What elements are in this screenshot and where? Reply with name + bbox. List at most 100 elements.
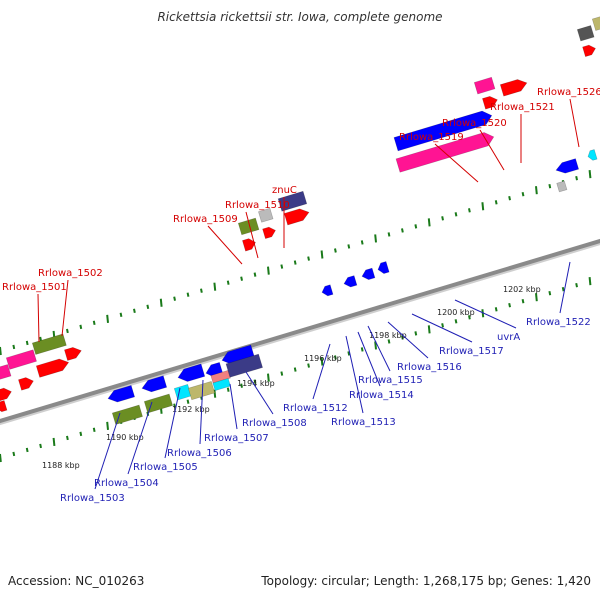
scale-label: 1192 kbp [172,405,210,414]
gene-feature-reverse [587,149,598,161]
scale-tick-upper [494,200,498,205]
forward-gene-label: Rrlowa_1510 [225,200,290,211]
scale-tick-upper [293,260,297,265]
scale-tick-upper [575,175,578,181]
scale-tick-lower [92,427,96,433]
reverse-gene-label: Rrlowa_1508 [242,418,307,429]
scale-tick-upper [401,228,404,233]
scale-tick-upper [267,266,270,275]
scale-tick-lower [401,335,404,340]
scale-tick-lower [427,325,431,334]
scale-tick-upper [347,244,351,249]
scale-tick-lower [106,421,109,430]
gene-feature-forward [576,25,595,42]
reverse-gene-label-leader [312,343,331,400]
forward-gene-label: Rrlowa_1501 [2,282,67,293]
reverse-gene-label-leader [345,335,364,414]
scale-tick-lower [79,431,83,437]
gene-feature-forward [18,377,34,391]
scale-label: 1196 kbp [304,354,342,363]
scale-tick-upper [92,320,96,326]
gene-feature-reverse [143,393,174,414]
reverse-gene-label-leader [411,313,473,343]
gene-feature-reverse-shape [210,370,231,384]
gene-feature-forward-shape [18,377,34,391]
gene-feature-forward [5,349,37,370]
accession-text: Accession: NC_010263 [8,574,145,588]
scale-tick-lower [66,435,69,441]
scale-tick-upper [159,298,163,307]
reverse-gene-label-leader [454,299,517,329]
reverse-gene-label: Rrlowa_1504 [94,478,159,489]
scale-tick-lower [320,357,324,366]
gene-feature-reverse-shape [377,261,390,274]
gene-feature-reverse-shape [143,393,174,414]
reverse-gene-label: Rrlowa_1503 [60,493,125,504]
gene-feature-reverse [173,384,192,401]
gene-feature-reverse [556,180,568,193]
gene-feature-reverse-shape [141,375,168,393]
reverse-gene-label-leader [199,379,204,445]
reverse-gene-label: Rrlowa_1522 [526,317,591,328]
scale-label: 1190 kbp [106,433,144,442]
map-title: Rickettsia rickettsii str. Iowa, complet… [157,10,443,24]
scale-tick-upper [468,208,471,213]
scale-tick-upper [146,304,150,309]
scale-tick-upper [133,308,136,313]
gene-feature-forward-shape [5,349,37,370]
scale-tick-upper [360,240,364,245]
scale-tick-upper [427,218,431,227]
scale-tick-lower [588,277,592,286]
gene-feature-reverse [0,400,8,413]
scale-tick-lower [173,403,176,408]
scale-tick-lower [52,437,56,447]
gene-feature-forward-shape [31,333,67,355]
scale-tick-upper [240,276,243,281]
scale-label: 1198 kbp [369,331,407,340]
gene-feature-forward [35,358,70,378]
reverse-gene-label-leader [559,261,571,314]
gene-feature-reverse [555,158,580,174]
gene-feature-forward-shape [237,217,260,236]
scale-tick-lower [293,367,297,372]
scale-tick-lower [548,290,552,296]
gene-feature-forward [242,238,256,252]
gene-feature-forward [277,190,308,212]
genome-summary-text: Topology: circular; Length: 1,268,175 bp… [261,574,591,588]
gene-feature-forward-shape [482,95,498,110]
forward-gene-label-leader [479,129,505,171]
reverse-gene-label-leader [245,371,274,415]
scale-tick-upper [106,314,109,323]
scale-tick-upper [186,292,190,297]
scale-tick-lower [334,355,337,360]
scale-tick-upper [374,234,377,243]
scale-tick-lower [307,363,310,368]
scale-tick-upper [66,328,69,334]
gene-feature-forward [0,364,12,381]
gene-feature-reverse [107,385,136,403]
scale-tick-upper [334,248,337,253]
scale-tick-lower [494,307,498,312]
gene-feature-forward-shape [262,226,276,239]
gene-feature-reverse [343,275,358,288]
reverse-gene-label-leader [367,325,391,372]
reverse-gene-label: Rrlowa_1506 [167,448,232,459]
gene-feature-forward-shape [473,76,496,95]
scale-tick-upper [200,288,203,293]
gene-feature-forward [237,217,260,236]
reverse-gene-label-leader [94,412,121,490]
gene-feature-forward-shape [35,358,70,378]
gene-feature-reverse-shape [343,275,358,288]
gene-feature-reverse-shape [556,180,568,193]
gene-feature-forward [262,226,276,239]
reverse-gene-label-leader [164,387,181,459]
reverse-gene-label-leader [357,331,381,387]
gene-feature-forward [0,387,12,402]
gene-feature-forward-shape [0,364,12,381]
gene-feature-reverse [111,404,143,425]
scale-tick-upper [280,264,284,269]
scale-tick-lower [561,286,565,292]
gene-feature-forward-shape [591,15,600,31]
gene-feature-forward [591,15,600,31]
reverse-gene-label-leader [229,383,238,430]
